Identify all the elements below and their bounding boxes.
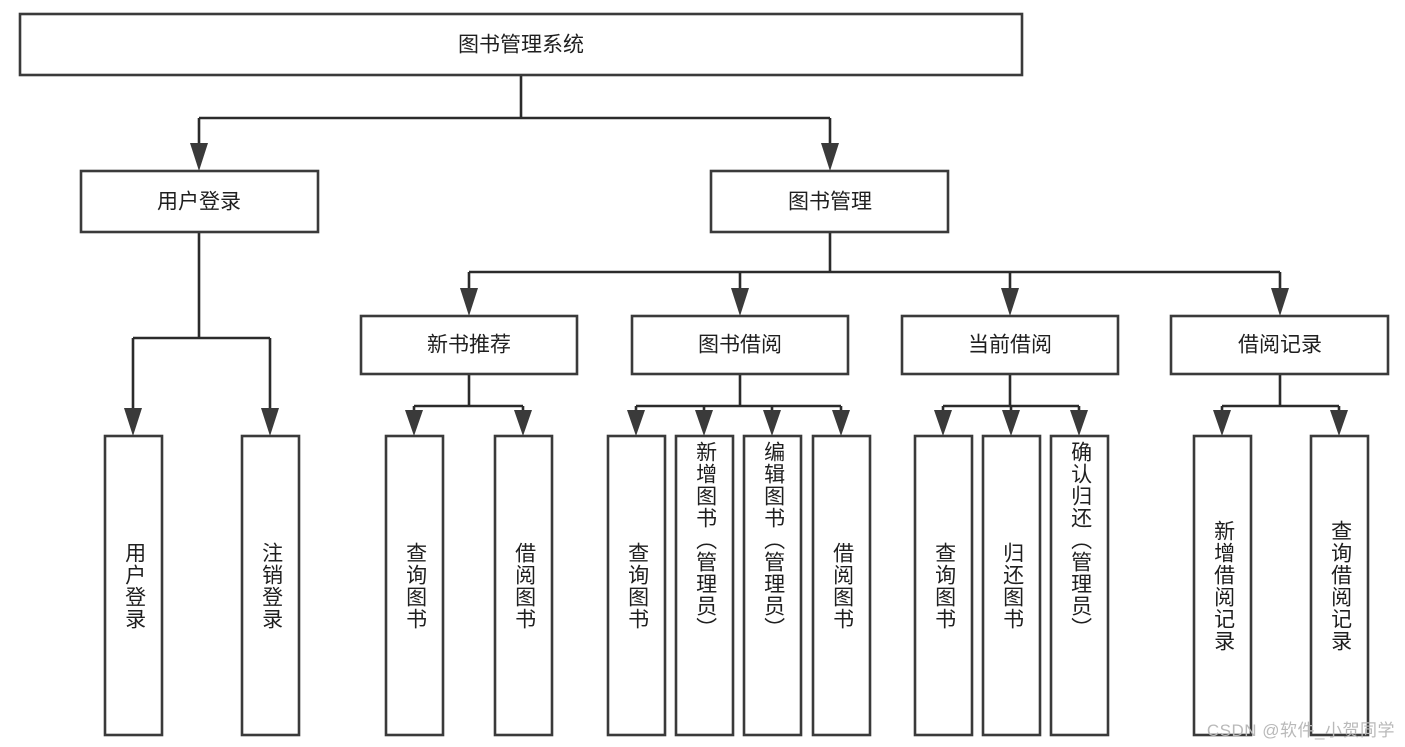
arrowhead-new-book-rec (460, 288, 478, 316)
node-book-mgmt-box[interactable] (709, 169, 950, 234)
node-book-borrow-label: 图书借阅 (698, 334, 782, 357)
arrowhead-borrow-record (1271, 288, 1289, 316)
arrowhead-return-book (1002, 410, 1020, 436)
leaf-box-query-book-a[interactable] (384, 434, 445, 737)
arrowhead-query-book-b (627, 410, 645, 436)
node-new-book-rec-label: 新书推荐 (427, 334, 511, 357)
arrowhead-borrow-book-a (514, 410, 532, 436)
leaf-box-query-book-b[interactable] (606, 434, 667, 737)
connector-group-current-borrow (934, 374, 1088, 436)
arrowhead-book-mgmt (821, 143, 839, 171)
node-book-borrow[interactable]: 图书借阅 (630, 314, 850, 376)
leaf-box-edit-book[interactable] (742, 434, 803, 737)
node-book-mgmt[interactable]: 图书管理 (709, 169, 950, 234)
leaf-boxes (103, 434, 1370, 737)
node-book-mgmt-label: 图书管理 (788, 191, 872, 214)
connector-group-user-login (124, 232, 279, 436)
connector-group-root (190, 75, 839, 171)
node-borrow-record-label: 借阅记录 (1238, 334, 1322, 357)
leaf-box-borrow-book-b[interactable] (811, 434, 872, 737)
node-current-borrow-label: 当前借阅 (968, 334, 1052, 357)
node-borrow-record[interactable]: 借阅记录 (1169, 314, 1390, 376)
leaf-box-user-login[interactable] (103, 434, 164, 737)
node-new-book-rec-box[interactable] (359, 314, 579, 376)
arrowhead-query-book-a (405, 410, 423, 436)
arrowhead-edit-book (763, 410, 781, 436)
arrowhead-confirm-return (1070, 410, 1088, 436)
leaf-box-logout[interactable] (240, 434, 301, 737)
node-root[interactable]: 图书管理系统 (18, 12, 1024, 77)
connector-group-book-borrow (627, 374, 850, 436)
arrowhead-add-record (1213, 410, 1231, 436)
arrowhead-user-login (190, 143, 208, 171)
arrowhead-query-record (1330, 410, 1348, 436)
arrowhead-add-book (695, 410, 713, 436)
arrowhead-leaf-user-login (124, 408, 142, 436)
arrowhead-leaf-logout (261, 408, 279, 436)
csdn-watermark: CSDN @软件_小贺同学 (1206, 721, 1395, 740)
leaf-box-add-record[interactable] (1192, 434, 1253, 737)
node-new-book-rec[interactable]: 新书推荐 (359, 314, 579, 376)
connector-group-new-book-rec (405, 374, 532, 436)
leaf-box-add-book[interactable] (674, 434, 735, 737)
node-user-login[interactable]: 用户登录 (79, 169, 320, 234)
leaf-box-query-record[interactable] (1309, 434, 1370, 737)
arrowhead-current-borrow (1001, 288, 1019, 316)
node-user-login-label: 用户登录 (157, 191, 241, 214)
node-current-borrow[interactable]: 当前借阅 (900, 314, 1120, 376)
node-book-borrow-box[interactable] (630, 314, 850, 376)
leaf-box-query-book-c[interactable] (913, 434, 974, 737)
leaf-box-confirm-return[interactable] (1049, 434, 1110, 737)
leaf-box-return-book[interactable] (981, 434, 1042, 737)
connector-group-book-mgmt (460, 232, 1289, 316)
node-root-label: 图书管理系统 (458, 34, 584, 57)
connector-group-borrow-record (1213, 374, 1348, 436)
leaf-box-borrow-book-a[interactable] (493, 434, 554, 737)
arrowhead-borrow-book-b (832, 410, 850, 436)
node-user-login-box[interactable] (79, 169, 320, 234)
node-borrow-record-box[interactable] (1169, 314, 1390, 376)
node-current-borrow-box[interactable] (900, 314, 1120, 376)
arrowhead-query-book-c (934, 410, 952, 436)
node-root-box[interactable] (18, 12, 1024, 77)
arrowhead-book-borrow (731, 288, 749, 316)
